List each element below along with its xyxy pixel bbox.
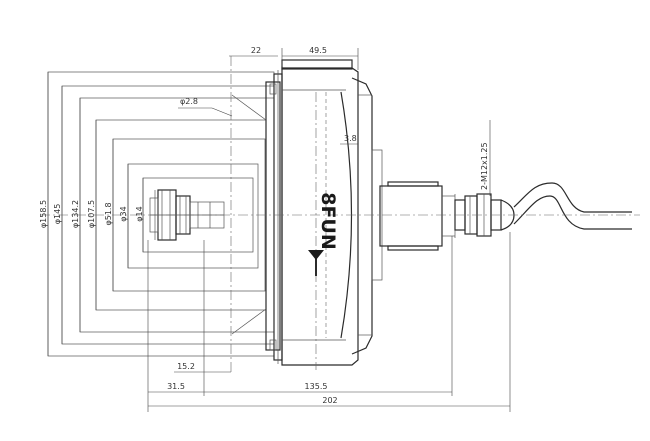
dim-b202: 202 [322,396,337,405]
flange [231,70,283,364]
dim-d14: φ14 [135,206,144,221]
center-lines [40,56,640,372]
diameter-dimensions: φ158.5 φ145 φ134.2 φ107.5 φ51.8 φ34 φ14 [39,72,156,356]
dim-b315: 31.5 [167,382,185,391]
dim-small-dia: φ2.8 [180,97,198,106]
dim-top49: 49.5 [309,46,327,55]
dim-thread: 2-M12x1.25 [480,142,489,190]
dim-d107: φ107.5 [87,200,96,228]
axle [379,181,456,251]
cable [513,182,632,230]
dim-b152: 15.2 [177,362,195,371]
dim-d34: φ34 [119,206,128,221]
hub-outline-steps [47,71,275,357]
bottom-dimensions: 15.2 31.5 135.5 202 [147,232,511,412]
dim-d134: φ134.2 [71,200,80,228]
dim-side3: 3.8 [344,134,357,143]
motor-brand-text: 8FUN [317,192,339,250]
motor-brand: 8FUN [308,192,339,276]
dim-d158: φ158.5 [39,200,48,228]
dim-d51: φ51.8 [104,202,113,225]
dim-b135: 135.5 [305,382,328,391]
top-dimensions: 22 49.5 φ2.8 3.8 2-M12x1.25 [178,46,491,196]
dim-d145: φ145 [53,204,62,225]
arrow-left-icon [308,250,324,276]
dim-top22: 22 [251,46,261,55]
motor-body [281,59,383,366]
